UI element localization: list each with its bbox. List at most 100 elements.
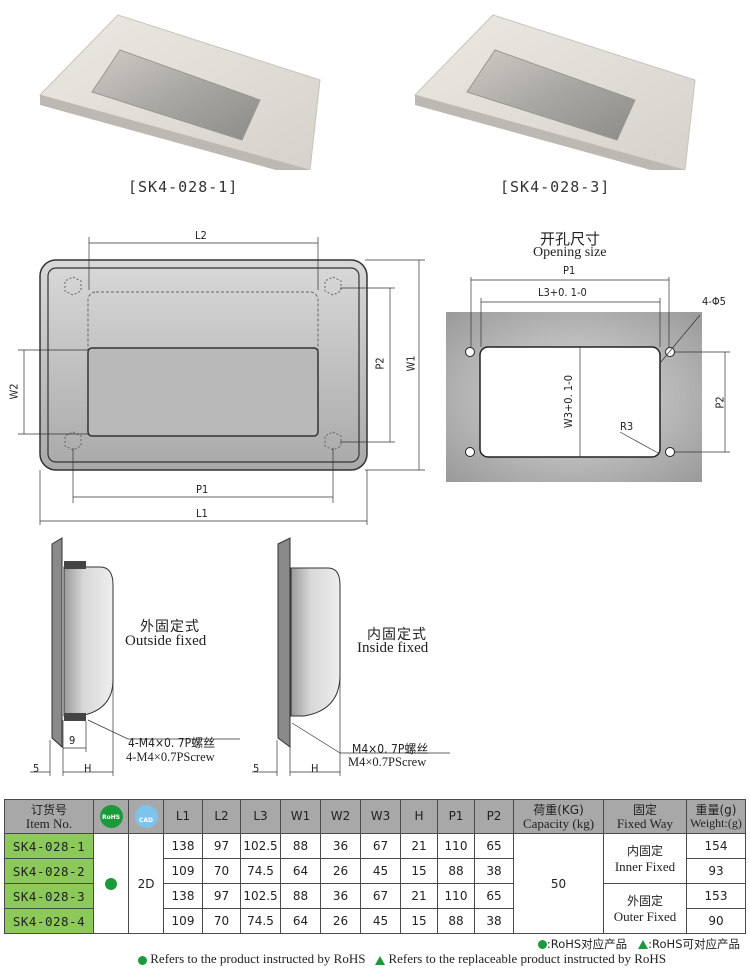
cell-P1: 110 — [437, 833, 475, 859]
opening-drawing: P1 L3+0. 1-0 4-Φ5 W3+0. 1-0 R3 P2 — [430, 220, 750, 500]
cad-cell: 2D — [128, 833, 164, 934]
header-L2: L2 — [202, 799, 241, 834]
opening-dim-P1: P1 — [563, 264, 576, 277]
capacity-cell: 50 — [513, 833, 604, 934]
dim-H-inside: H — [311, 762, 319, 775]
cell-W2: 26 — [320, 908, 361, 934]
cell-W2: 36 — [320, 833, 361, 859]
dim-5-outside: 5 — [33, 762, 40, 775]
outside-screw-en: 4-M4×0.7PScrew — [126, 750, 215, 764]
fixed-way-cell-inner: 内固定 Inner Fixed — [603, 833, 687, 884]
dim-H-outside: H — [84, 762, 92, 775]
cell-P1: 110 — [437, 883, 475, 909]
cell-L1: 109 — [163, 908, 203, 934]
table-header-row: 订货号 Item No. RoHS CAD L1 L2 L3 W1 W2 W3 … — [4, 799, 746, 834]
rohs-dot-icon — [537, 940, 547, 949]
opening-dim-W3: W3+0. 1-0 — [562, 374, 576, 429]
side-view-inside-drawing: 5 H — [240, 530, 470, 790]
inside-screw-en: M4×0.7PScrew — [348, 755, 427, 769]
product-caption-2: [SK4-028-3] — [500, 178, 611, 196]
outside-screw-cn: 4-M4×0. 7P螺丝 — [128, 736, 216, 750]
rohs-dot-icon — [138, 955, 147, 965]
header-capacity: 荷重(KG) Capacity (kg) — [513, 799, 604, 834]
header-cad: CAD — [128, 799, 164, 834]
dim-L2: L2 — [195, 229, 207, 242]
cell-H: 15 — [400, 908, 438, 934]
item-no-cell: SK4-028-1 — [4, 833, 94, 859]
cell-L2: 97 — [202, 833, 241, 859]
cell-weight: 93 — [686, 858, 746, 884]
cell-W1: 88 — [280, 883, 321, 909]
opening-dim-L3: L3+0. 1-0 — [538, 286, 587, 299]
cell-P2: 38 — [474, 908, 514, 934]
cell-weight: 153 — [686, 883, 746, 909]
cell-W3: 45 — [360, 908, 401, 934]
handle-photo-icon — [39, 14, 321, 180]
handle-photo-icon — [414, 14, 696, 180]
spec-table: 订货号 Item No. RoHS CAD L1 L2 L3 W1 W2 W3 … — [4, 799, 746, 934]
header-weight: 重量(g) Weight:(g) — [686, 799, 746, 834]
inside-screw-cn: M4×0. 7P螺丝 — [352, 742, 429, 756]
table-row: SK4-028-1 2D 138 97 102.5 88 36 67 21 11… — [4, 833, 746, 934]
opening-dim-R3: R3 — [620, 420, 634, 433]
table-row: SK4-028-4 109 70 74.5 64 26 45 15 88 38 … — [4, 908, 746, 934]
outside-fixed-label-cn: 外固定式 — [140, 619, 200, 635]
header-rohs: RoHS — [93, 799, 129, 834]
cell-W3: 67 — [360, 833, 401, 859]
cell-L2: 70 — [202, 908, 241, 934]
cell-L1: 109 — [163, 858, 203, 884]
dim-W2: W2 — [7, 383, 21, 400]
rohs-triangle-icon — [638, 940, 649, 949]
cell-P2: 38 — [474, 858, 514, 884]
dim-W1: W1 — [404, 355, 418, 372]
header-L3: L3 — [240, 799, 281, 834]
header-L1: L1 — [163, 799, 203, 834]
cell-H: 21 — [400, 833, 438, 859]
header-fixed-way: 固定 Fixed Way — [603, 799, 687, 834]
cell-W1: 64 — [280, 908, 321, 934]
cell-W3: 67 — [360, 883, 401, 909]
cell-P1: 88 — [437, 908, 475, 934]
dim-P1: P1 — [196, 483, 209, 496]
dim-5-inside: 5 — [253, 762, 260, 775]
inside-fixed-label-cn: 内固定式 — [367, 627, 427, 643]
front-view-drawing: L2 P1 L1 W2 P2 W1 — [0, 215, 430, 527]
item-no-cell: SK4-028-2 — [4, 858, 94, 884]
cell-P1: 88 — [437, 858, 475, 884]
rohs-triangle-icon — [375, 955, 386, 965]
inside-fixed-label-en: Inside fixed — [357, 640, 429, 656]
fixed-way-cell-outer: 外固定 Outer Fixed — [603, 883, 687, 934]
legend-en: Refers to the product instructed by RoHS… — [138, 951, 666, 967]
cell-L2: 97 — [202, 883, 241, 909]
cell-L3: 74.5 — [240, 908, 281, 934]
rohs-cell — [93, 833, 129, 934]
dim-9: 9 — [69, 734, 76, 747]
header-W1: W1 — [280, 799, 321, 834]
product-photo-1 — [30, 10, 330, 180]
legend-cn: :RoHS对应产品 :RoHS可对应产品 — [537, 936, 740, 952]
dim-L1: L1 — [196, 507, 208, 520]
product-photo-2 — [405, 10, 705, 180]
cell-L3: 74.5 — [240, 858, 281, 884]
cell-weight: 154 — [686, 833, 746, 859]
cell-P2: 65 — [474, 833, 514, 859]
opening-title-en: Opening size — [533, 245, 607, 260]
header-P1: P1 — [437, 799, 475, 834]
opening-dim-P2: P2 — [713, 396, 727, 409]
cell-W1: 88 — [280, 833, 321, 859]
cell-H: 15 — [400, 858, 438, 884]
header-W2: W2 — [320, 799, 361, 834]
header-W3: W3 — [360, 799, 401, 834]
cell-L3: 102.5 — [240, 833, 281, 859]
cell-L1: 138 — [163, 883, 203, 909]
cell-L2: 70 — [202, 858, 241, 884]
dim-P2: P2 — [373, 357, 387, 370]
header-item-no: 订货号 Item No. — [4, 799, 94, 834]
side-view-outside-drawing: 9 5 H — [0, 530, 250, 790]
header-P2: P2 — [474, 799, 514, 834]
cell-W3: 45 — [360, 858, 401, 884]
cell-W1: 64 — [280, 858, 321, 884]
cell-H: 21 — [400, 883, 438, 909]
item-no-cell: SK4-028-3 — [4, 883, 94, 909]
outside-fixed-label-en: Outside fixed — [125, 633, 207, 649]
